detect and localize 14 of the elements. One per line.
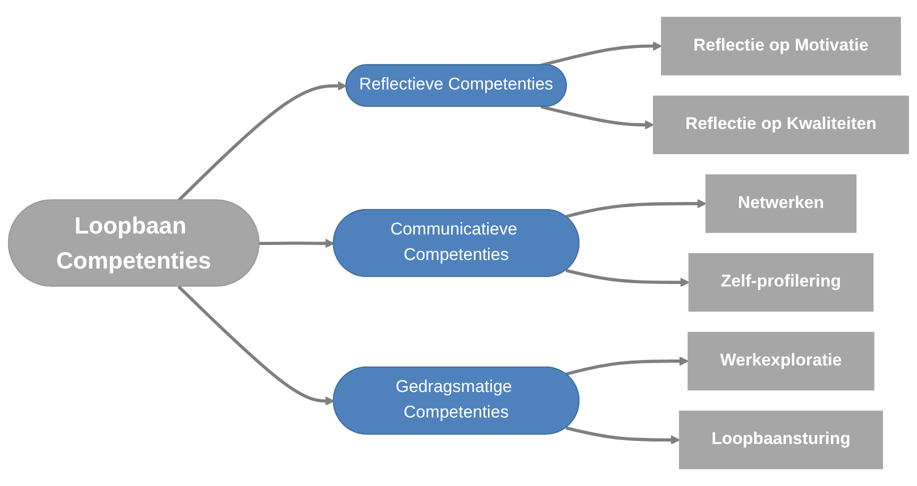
- arrow: [178, 286, 334, 406]
- node-box: Reflectie op Motivatie: [660, 16, 901, 76]
- node-box: Netwerken: [705, 174, 856, 233]
- arrow: [259, 238, 334, 248]
- node-box: Loopbaansturing: [678, 410, 883, 470]
- node-box: Reflectie op Kwaliteiten: [652, 96, 910, 154]
- arrow: [566, 268, 690, 288]
- node-box: Werkexploratie: [688, 332, 874, 390]
- arrow: [566, 198, 706, 218]
- arrow: [566, 426, 680, 445]
- node-box: Zelf-profilering: [688, 253, 874, 312]
- arrow: [566, 356, 689, 376]
- arrow: [540, 41, 662, 67]
- arrow: [540, 105, 654, 130]
